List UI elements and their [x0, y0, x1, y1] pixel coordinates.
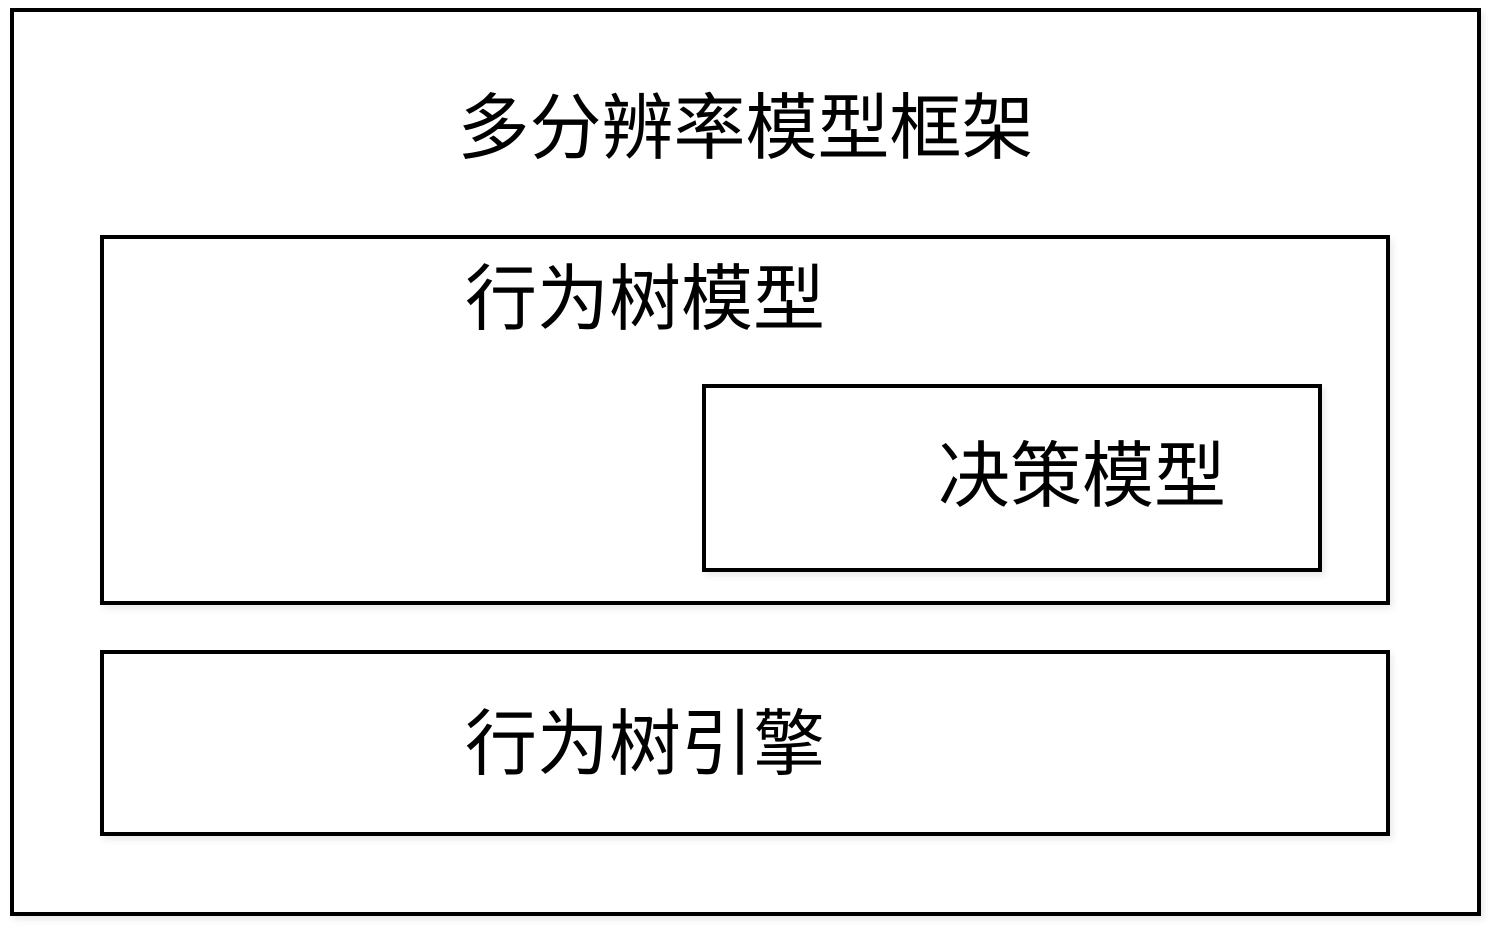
framework-title: 多分辨率模型框架 [14, 92, 1477, 164]
framework-title-text: 多分辨率模型框架 [457, 86, 1034, 170]
decision-model-title: 决策模型 [706, 440, 1318, 512]
decision-model-title-text: 决策模型 [937, 434, 1226, 518]
decision-model-box: 决策模型 [702, 384, 1322, 572]
behavior-tree-engine-box: 行为树引擎 [100, 650, 1390, 836]
behavior-tree-engine-title-text: 行为树引擎 [464, 702, 825, 786]
behavior-tree-model-title-text: 行为树模型 [464, 257, 825, 341]
behavior-tree-engine-title: 行为树引擎 [104, 708, 1386, 780]
behavior-tree-model-title: 行为树模型 [104, 263, 1386, 335]
